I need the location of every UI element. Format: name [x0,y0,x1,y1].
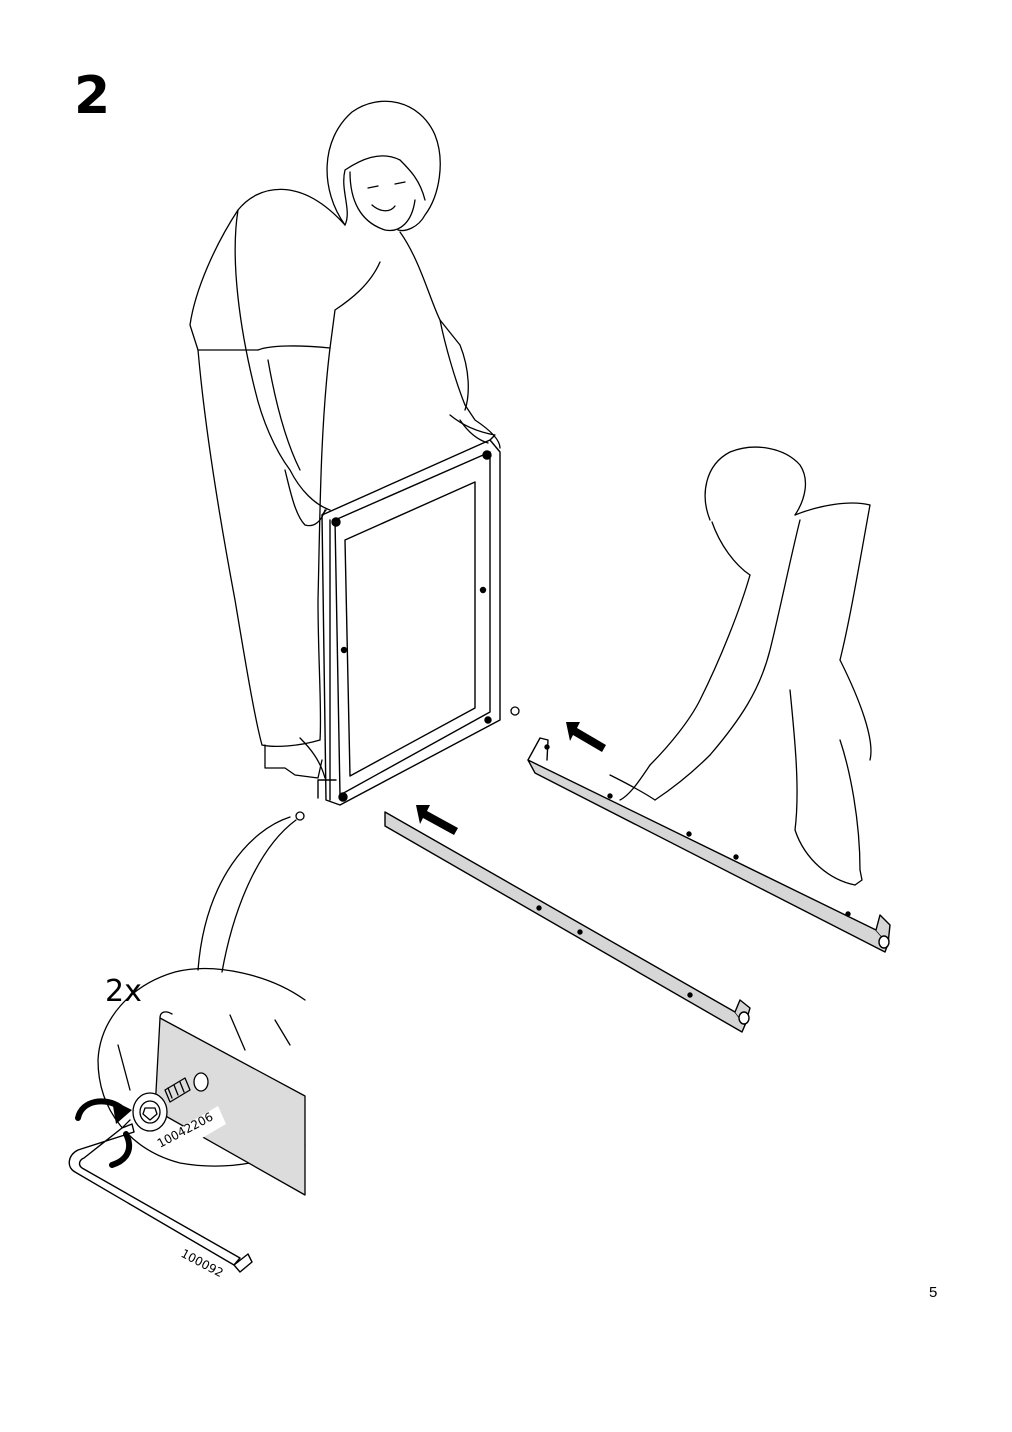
short-rail [384,811,751,1033]
bolt-small-icon [295,706,520,821]
man-figure [609,446,872,886]
callout-line [197,816,291,971]
allen-key-icon [68,1123,253,1273]
woman-figure [189,100,501,779]
long-rail [527,737,891,953]
bolt-icon [132,1077,191,1132]
page-number: 5 [929,1284,938,1301]
callout-line [221,819,297,973]
step-number: 2 [74,66,111,126]
detail-circle [97,967,306,1196]
side-frame [317,435,501,806]
push-direction-arrow-icon [416,722,606,835]
clockwise-rotate-icon [75,1098,133,1168]
